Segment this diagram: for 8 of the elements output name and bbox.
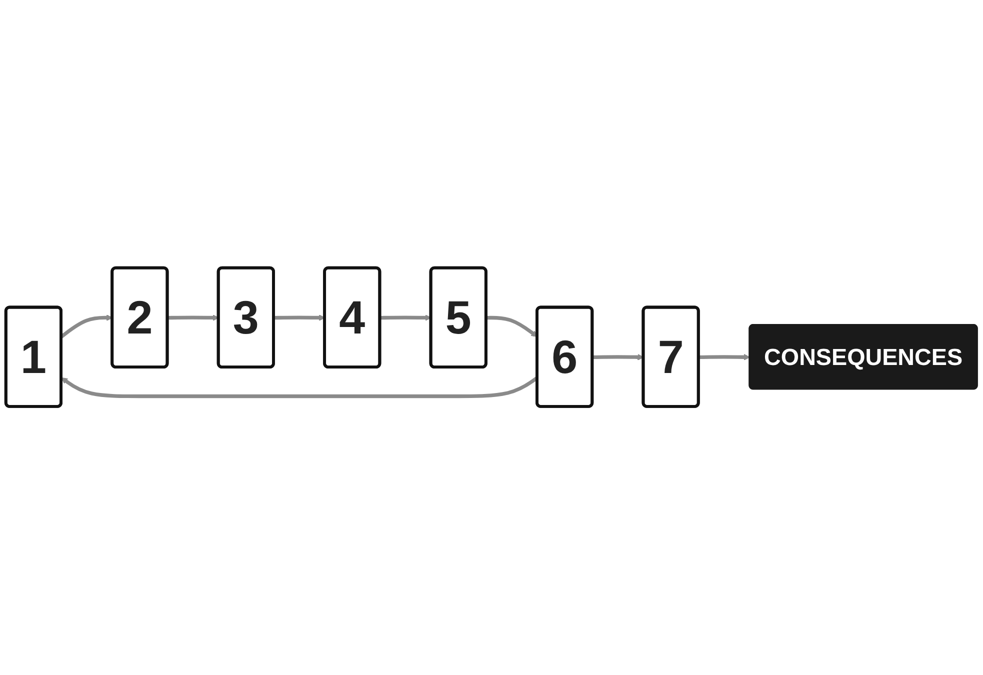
arrow — [61, 376, 538, 398]
arrow — [486, 316, 538, 338]
arrow — [168, 314, 219, 322]
arrow — [698, 354, 750, 361]
arrow — [274, 314, 326, 322]
arrow — [60, 314, 113, 339]
arrow — [592, 354, 644, 361]
arrow — [380, 314, 432, 322]
